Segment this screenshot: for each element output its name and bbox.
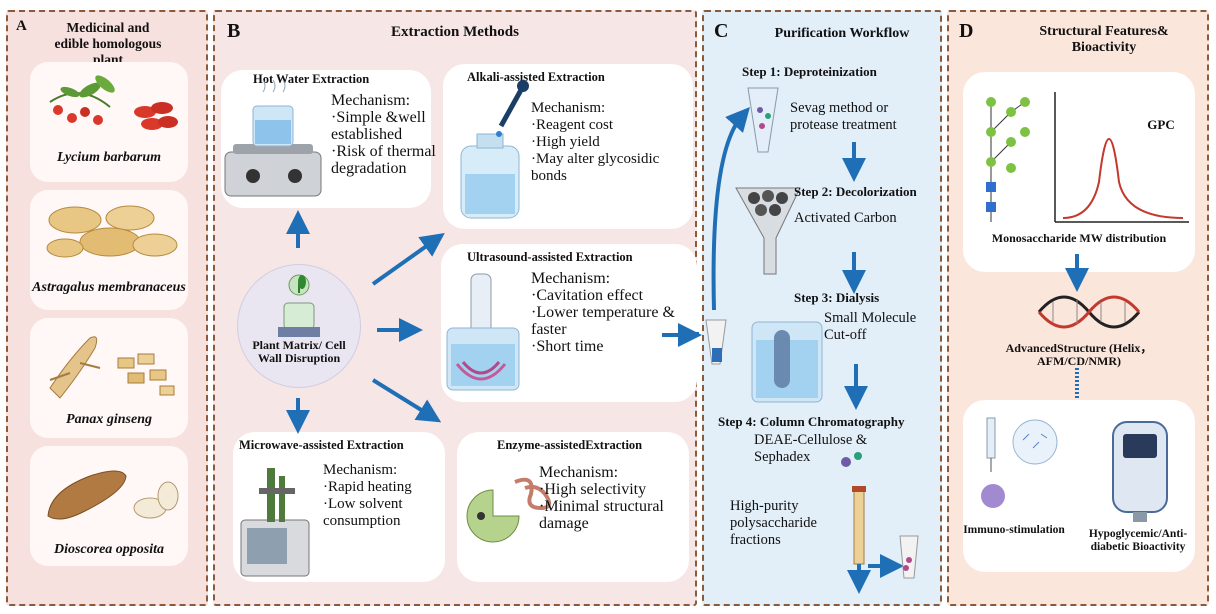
astragalus-card: Astragalus membranaceus: [30, 190, 188, 310]
ginseng-root-icon: [49, 336, 175, 399]
goji-berry-icon: [49, 75, 178, 130]
plant-matrix-circle: Plant Matrix/ Cell Wall Disruption: [237, 264, 361, 388]
panel-d-title: Structural Features& Bioactivity: [1039, 24, 1169, 55]
step2-text: Activated Carbon: [794, 210, 897, 226]
alkali-title: Alkali-assisted Extraction: [467, 70, 605, 84]
lycium-card: Lycium barbarum: [30, 62, 188, 182]
funnel-icon: [735, 187, 801, 275]
immuno-label: Immuno-stimulation: [963, 524, 1065, 536]
ultrasound-title: Ultrasound-assisted Extraction: [467, 250, 633, 264]
plant-name-ginseng: Panax ginseng: [66, 412, 152, 427]
microwave-card: Microwave-assisted Extraction Mechanism:…: [233, 432, 445, 582]
panel-a-title: Medicinal and edible homologous plant: [54, 20, 162, 67]
glycan-tree-icon: [986, 97, 1030, 222]
gpc-curve-icon: [1054, 92, 1189, 223]
enzyme-text: Mechanism:·High selectivity·Minimal stru…: [539, 464, 664, 532]
centrifuge-tube-icon: [747, 87, 779, 153]
panel-c-purification: C Purification Workflow: [702, 10, 942, 606]
arrow-to-enzyme: [371, 378, 442, 423]
hot-plate-beaker-icon: [224, 79, 322, 197]
panel-b-title: Extraction Methods: [391, 24, 519, 40]
macrophage-icon: [981, 484, 1005, 508]
plant-name-dioscorea: Dioscorea opposita: [53, 542, 165, 557]
plant-seedling-icon: [278, 274, 320, 337]
glucose-meter-icon: [1112, 421, 1168, 522]
enzyme-icon: [466, 477, 552, 543]
hot-water-title: Hot Water Extraction: [253, 72, 370, 86]
yam-root-icon: [47, 470, 179, 520]
hypoglycemic-label: Hypoglycemic/Anti-diabetic Bioactivity: [1088, 528, 1188, 553]
panel-d-letter: D: [959, 20, 974, 42]
dioscorea-card: Dioscorea opposita: [30, 446, 188, 566]
structure-card: GPC Monosaccharide MW distribution: [963, 72, 1195, 272]
panel-a-letter: A: [16, 18, 27, 34]
step4-title: Step 4: Column Chromatography: [718, 414, 905, 429]
microwave-reactor-icon: [240, 468, 310, 577]
panel-b-letter: B: [227, 20, 241, 42]
hot-water-card: Hot Water Extraction Mechanism:·Simple &…: [221, 70, 436, 208]
plant-matrix-label: Plant Matrix/ Cell Wall Disruption: [252, 338, 346, 365]
astragalus-slices-icon: [46, 205, 178, 258]
ginseng-card: Panax ginseng: [30, 318, 188, 438]
panel-a-plants: A Medicinal and edible homologous plant …: [6, 10, 208, 606]
immune-cell-zoom-icon: [1012, 419, 1058, 465]
step1-title: Step 1: Deproteinization: [742, 64, 877, 79]
ultrasound-card: Ultrasound-assisted Extraction Mechanism…: [441, 244, 697, 402]
step3-text: Small Molecule Cut-off: [824, 310, 917, 343]
panel-c-letter: C: [714, 20, 729, 42]
purification-graphics: [705, 87, 919, 594]
advanced-structure-label: AdvancedStructure (Helix，AFM/CD/NMR): [1005, 341, 1153, 368]
chromatography-column-icon: [853, 489, 865, 565]
gpc-label: GPC: [1147, 117, 1175, 132]
step3-title: Step 3: Dialysis: [794, 290, 880, 305]
arrow-to-step1: [711, 107, 750, 311]
step4-text: DEAE-Cellulose & Sephadex: [754, 432, 868, 465]
step2-title: Step 2: Decolorization: [794, 184, 917, 199]
microwave-text: Mechanism:·Rapid heating·Low solvent con…: [323, 462, 412, 529]
panel-b-extraction: B Extraction Methods Hot Water Extractio…: [213, 10, 699, 606]
mw-label: Monosaccharide MW distribution: [991, 231, 1167, 245]
enzyme-card: Enzyme-assistedExtraction Mechanism:·Hig…: [457, 432, 689, 582]
enzyme-title: Enzyme-assistedExtraction: [497, 438, 643, 452]
bioactivity-graphics: [981, 417, 1168, 522]
panel-d-structure: D Structural Features& Bioactivity: [947, 10, 1209, 606]
syringe-icon: [986, 417, 996, 472]
microwave-title: Microwave-assisted Extraction: [239, 438, 404, 452]
result-text: High-purity polysaccharide fractions: [730, 498, 817, 548]
bioactivity-card: Immuno-stimulation Hypoglycemic/Anti-dia…: [963, 400, 1195, 572]
dna-helix-icon: [1037, 295, 1141, 329]
glycan-gpc-graphics: [986, 92, 1189, 223]
ultrasound-probe-icon: [446, 273, 520, 391]
plant-name-lycium: Lycium barbarum: [56, 150, 162, 165]
plant-name-astragalus: Astragalus membranaceus: [32, 280, 186, 295]
dropper-bottle-icon: [460, 80, 529, 219]
arrow-to-alkali: [371, 233, 445, 286]
hot-water-text: Mechanism:·Simple &well established·Risk…: [331, 92, 436, 177]
alkali-text: Mechanism:·Reagent cost·High yield·May a…: [531, 100, 660, 184]
ultrasound-text: Mechanism:·Cavitation effect·Lower tempe…: [531, 270, 675, 355]
panel-c-title: Purification Workflow: [774, 26, 910, 41]
alkali-card: Alkali-assisted Extraction Mechanism:·Re…: [443, 64, 693, 229]
step1-text: Sevag method or protease treatment: [790, 100, 897, 133]
